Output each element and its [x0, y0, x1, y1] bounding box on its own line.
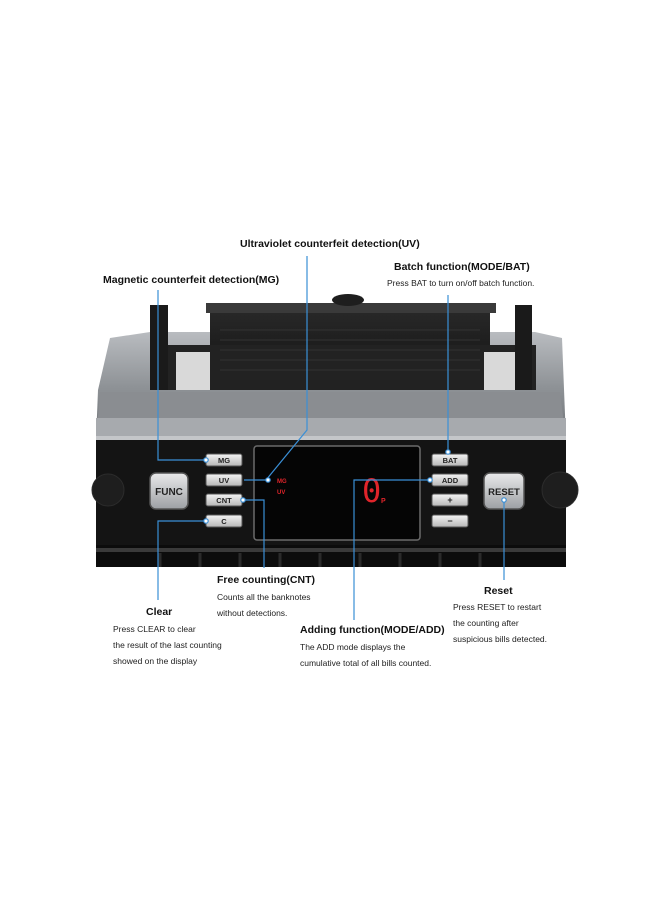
cnt-button-label: CNT — [216, 496, 232, 505]
display-count-suffix: P — [381, 498, 386, 505]
c-button-label: C — [221, 517, 227, 526]
mg-button-label: MG — [218, 456, 230, 465]
bat-button[interactable] — [431, 453, 469, 467]
plus-button[interactable] — [431, 493, 469, 507]
add-callout-title: Adding function(MODE/ADD) — [300, 624, 445, 636]
display-count: 0 — [362, 472, 381, 510]
uv-button[interactable] — [205, 473, 243, 487]
reset-callout-line-2: the counting after — [453, 618, 519, 628]
uv-callout-line — [244, 256, 308, 481]
mg-callout-dot — [203, 457, 209, 463]
minus-button[interactable] — [431, 514, 469, 528]
uv-callout-dot — [265, 477, 271, 483]
add-callout-line-2: cumulative total of all bills counted. — [300, 658, 432, 668]
lcd-display — [253, 445, 421, 541]
cnt-callout-dot — [240, 497, 246, 503]
add-callout-line — [353, 479, 430, 620]
mg-callout-line — [157, 290, 204, 461]
bat-callout-line-1: Press BAT to turn on/off batch function. — [387, 278, 535, 288]
uv-callout-title: Ultraviolet counterfeit detection(UV) — [240, 238, 420, 250]
bat-callout-title: Batch function(MODE/BAT) — [394, 261, 530, 273]
feed-hopper — [150, 294, 536, 390]
reset-callout-line-1: Press RESET to restart — [453, 602, 542, 612]
bat-callout-dot — [445, 449, 451, 455]
add-callout-dot — [427, 477, 433, 483]
cnt-callout-title: Free counting(CNT) — [217, 574, 315, 586]
bat-callout-desc: Press BAT to turn on/off batch function. — [387, 275, 534, 291]
cnt-callout-desc: Counts all the banknotes without detecti… — [217, 589, 311, 621]
add-callout-desc: The ADD mode displays the cumulative tot… — [300, 639, 431, 671]
add-button-label: ADD — [442, 476, 459, 485]
display-mg-indicator: MG — [277, 479, 287, 485]
clear-callout-line-2: the result of the last counting — [113, 640, 222, 650]
reset-button-label: RESET — [488, 487, 520, 498]
func-button-label: FUNC — [155, 487, 183, 498]
plus-button-label: + — [447, 495, 452, 505]
reset-callout-dot — [501, 497, 507, 503]
cnt-callout-line — [243, 499, 265, 568]
reset-callout-title: Reset — [484, 585, 513, 597]
display-uv-indicator: UV — [277, 490, 285, 496]
clear-callout-dot — [203, 518, 209, 524]
bat-button-label: BAT — [443, 456, 458, 465]
clear-callout-title: Clear — [146, 606, 173, 618]
clear-callout-line-1: Press CLEAR to clear — [113, 624, 196, 634]
cnt-callout-line-1: Counts all the banknotes — [217, 592, 311, 602]
reset-callout-line-3: suspicious bills detected. — [453, 634, 548, 644]
minus-button-label: − — [447, 516, 452, 526]
clear-callout-line-3: showed on the display — [113, 656, 198, 666]
clear-callout-line — [157, 520, 204, 600]
cnt-callout-line-2: without detections. — [217, 608, 288, 618]
func-button[interactable] — [149, 472, 189, 510]
clear-callout-desc: Press CLEAR to clear the result of the l… — [113, 621, 222, 669]
mg-callout-title: Magnetic counterfeit detection(MG) — [103, 274, 280, 286]
add-callout-line-1: The ADD mode displays the — [300, 642, 406, 652]
uv-button-label: UV — [219, 476, 229, 485]
callout-lines — [157, 256, 507, 620]
reset-callout-desc: Press RESET to restart the counting afte… — [453, 599, 547, 647]
